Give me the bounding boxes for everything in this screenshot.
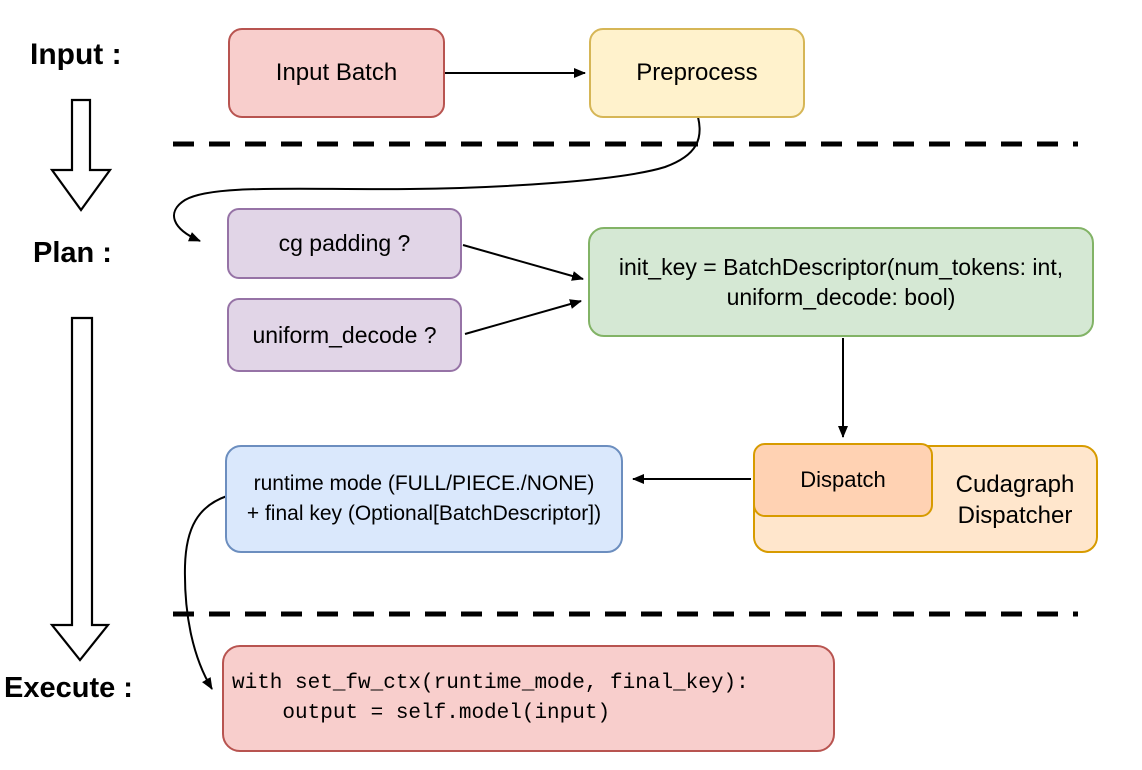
arrow-runtime-mode-to-execute-code: [183, 495, 228, 690]
cudagraph-dispatcher-label: Cudagraph Dispatcher: [935, 469, 1095, 531]
arrow-preprocess-to-cg-padding: [173, 116, 701, 242]
cudagraph-dispatcher-line-1: Cudagraph: [955, 471, 1075, 498]
uniform-decode-node: uniform_decode ?: [227, 298, 462, 372]
dispatch-label: Dispatch: [800, 467, 886, 492]
stage-label-plan: Plan :: [33, 237, 112, 269]
execute-code-line-1: with set_fw_ctx(runtime_mode, final_key)…: [232, 671, 749, 695]
uniform-decode-label: uniform_decode ?: [252, 321, 437, 348]
execute-code-node: with set_fw_ctx(runtime_mode, final_key)…: [222, 645, 835, 752]
arrow-uniform-decode-to-init-key: [464, 299, 582, 335]
input-batch-node: Input Batch: [228, 28, 445, 118]
preprocess-node: Preprocess: [589, 28, 805, 118]
stage-label-execute: Execute :: [4, 672, 133, 704]
dispatch-node: Dispatch: [753, 443, 933, 517]
arrow-cg-padding-to-init-key: [462, 244, 584, 281]
runtime-mode-line-1: runtime mode (FULL/PIECE./NONE): [253, 472, 595, 495]
input-batch-label: Input Batch: [275, 59, 398, 86]
init-key-node: init_key = BatchDescriptor(num_tokens: i…: [588, 227, 1094, 337]
cg-padding-label: cg padding ?: [278, 230, 411, 256]
stage-label-input: Input :: [30, 38, 122, 71]
execute-code-line-2: output = self.model(input): [232, 701, 611, 725]
init-key-line-1: init_key = BatchDescriptor(num_tokens: i…: [618, 254, 1064, 280]
init-key-line-2: uniform_decode: bool): [726, 284, 956, 310]
runtime-mode-node: runtime mode (FULL/PIECE./NONE) + final …: [225, 445, 623, 553]
stage-arrow-plan-to-execute-icon: [49, 316, 111, 662]
runtime-mode-line-2: + final key (Optional[BatchDescriptor]): [246, 502, 602, 525]
preprocess-label: Preprocess: [636, 59, 758, 86]
stage-arrow-input-to-plan-icon: [49, 98, 113, 212]
cudagraph-dispatcher-line-2: Dispatcher: [957, 502, 1073, 529]
cg-padding-node: cg padding ?: [227, 208, 462, 279]
